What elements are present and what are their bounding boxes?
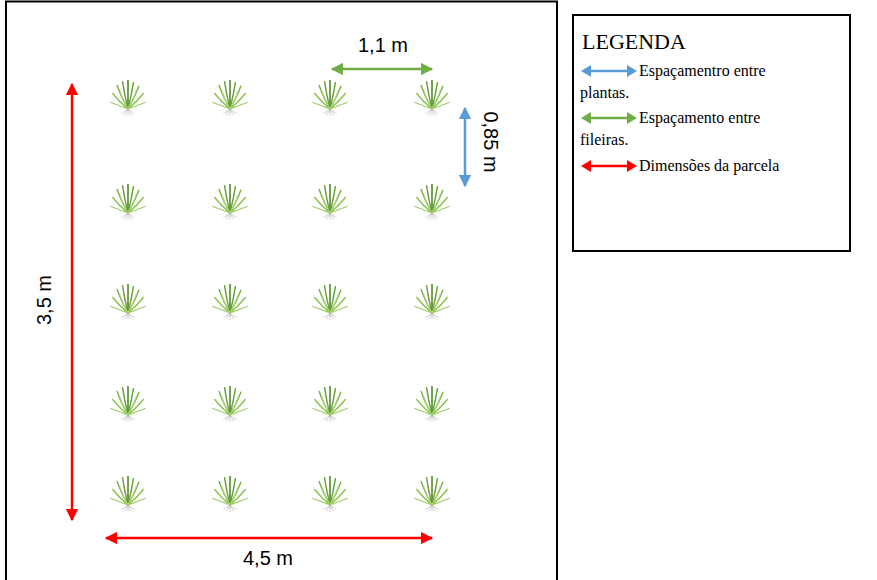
legend-text: Dimensões da parcela [639,157,779,174]
plant-icon [313,184,347,220]
plot-height-label: 3,5 m [34,275,54,325]
plant-icon [111,184,145,220]
row-spacing-label: 1,1 m [358,35,408,55]
plant-icon [213,386,247,422]
plant-icon [213,476,247,512]
dimension-arrow [71,84,74,520]
legend-text: Espaçamentro entre plantas. [580,62,766,101]
plant-icon [111,80,145,116]
row-spacing-arrow [332,68,432,71]
legend-title: LEGENDA [582,30,841,54]
legend-box: LEGENDA Espaçamentro entre plantas. Espaça… [572,14,851,252]
plant-icon [415,80,449,116]
plant-spacing-arrow [464,108,467,186]
plot-width-label: 4,5 m [243,548,293,568]
plant-icon [415,386,449,422]
legend-arrow-sample [580,110,638,126]
plant-icon [313,80,347,116]
plant-icon [213,80,247,116]
plant-icon [313,386,347,422]
legend-entry: Dimensões da parcela [580,155,785,177]
legend-entry: Espaçamento entre fileiras. [580,107,785,150]
legend-entry: Espaçamentro entre plantas. [580,60,785,103]
plant-icon [111,386,145,422]
plant-spacing-label: 0,85 m [481,111,501,172]
plant-icon [415,184,449,220]
dimension-arrow [106,537,432,540]
legend-arrow-sample [580,158,638,174]
plant-grid [111,80,449,512]
legend-arrow-sample [580,63,638,79]
legend-text: Espaçamento entre fileiras. [580,109,760,148]
plant-icon [313,284,347,320]
plant-icon [111,284,145,320]
plant-icon [313,476,347,512]
plant-icon [213,284,247,320]
plant-icon [213,184,247,220]
plant-icon [415,476,449,512]
plant-icon [415,284,449,320]
plant-icon [111,476,145,512]
plot-frame [6,2,557,580]
